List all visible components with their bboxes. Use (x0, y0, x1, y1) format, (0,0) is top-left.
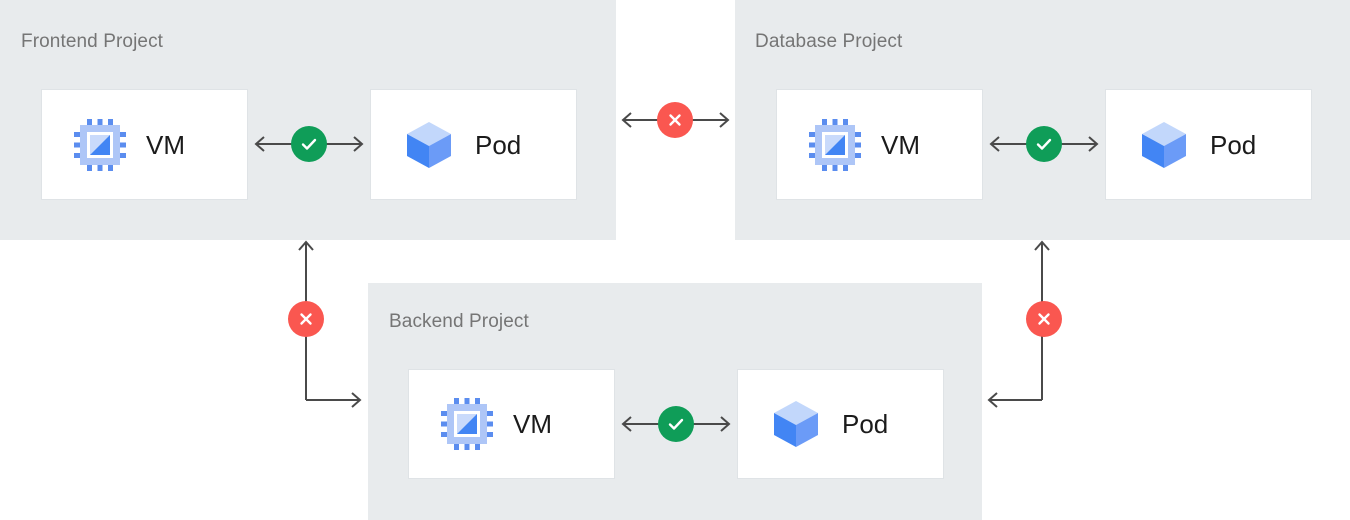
resource-label-database-pod: Pod (1210, 129, 1257, 160)
check-circle-icon (668, 418, 684, 430)
resource-label-frontend-pod: Pod (475, 129, 522, 160)
resource-card-backend-vm[interactable]: VM (408, 369, 615, 479)
resource-card-frontend-pod[interactable]: Pod (370, 89, 577, 200)
resource-label-backend-pod: Pod (842, 409, 889, 439)
x-circle-icon (300, 313, 312, 325)
resource-card-frontend-vm[interactable]: VM (41, 89, 248, 200)
vm-chip-icon (441, 398, 493, 450)
resource-card-database-vm[interactable]: VM (776, 89, 983, 200)
status-badge-backend-frontend-blocked[interactable] (288, 301, 324, 337)
pod-cube-icon (774, 401, 818, 447)
vm-chip-icon (74, 118, 126, 171)
resource-card-database-pod[interactable]: Pod (1105, 89, 1312, 200)
panel-title-database: Database Project (755, 31, 903, 52)
status-badge-frontend-internal-allowed[interactable] (291, 126, 327, 162)
status-badge-backend-internal-allowed[interactable] (658, 406, 694, 442)
pod-cube-icon (407, 121, 451, 168)
vm-chip-icon (809, 118, 861, 171)
pod-cube-icon (1142, 121, 1186, 168)
resource-card-backend-pod[interactable]: Pod (737, 369, 944, 479)
check-circle-icon (1036, 138, 1052, 150)
status-badge-frontend-database-blocked[interactable] (657, 102, 693, 138)
panel-title-backend: Backend Project (389, 311, 529, 332)
panel-title-frontend: Frontend Project (21, 31, 164, 52)
x-circle-icon (669, 114, 681, 126)
resource-label-frontend-vm: VM (146, 129, 185, 160)
status-badge-backend-database-blocked[interactable] (1026, 301, 1062, 337)
x-circle-icon (1038, 313, 1050, 325)
resource-label-database-vm: VM (881, 129, 920, 160)
resource-label-backend-vm: VM (513, 409, 552, 439)
status-badge-database-internal-allowed[interactable] (1026, 126, 1062, 162)
check-circle-icon (301, 138, 317, 150)
